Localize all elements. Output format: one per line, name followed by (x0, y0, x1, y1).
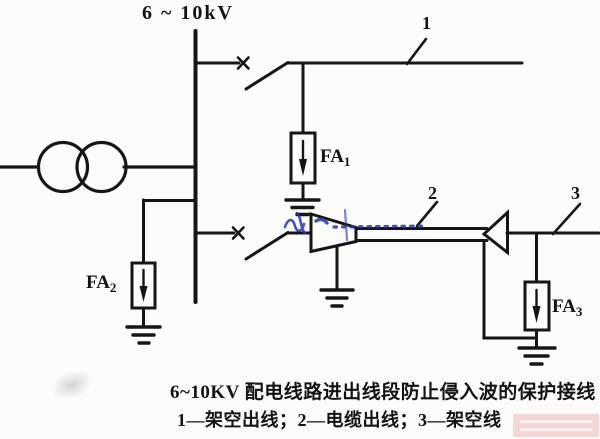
busbar-voltage-label: 6 ~ 10kV (142, 2, 234, 24)
cable-sheath-ground-right (482, 241, 536, 340)
surge-arrester-fa1-icon (284, 61, 321, 217)
cable-icon (309, 200, 600, 256)
ground-icon (517, 346, 557, 366)
fa3-label: FA3 (552, 296, 583, 319)
line1-tick (405, 37, 428, 66)
line2-number-label: 2 (428, 183, 437, 203)
blue-pen-scribble (283, 208, 428, 242)
caption-legend: 1—架空出线；2—电缆出线；3—架空线 (177, 410, 502, 430)
ground-icon (319, 288, 355, 308)
transformer-icon (0, 140, 196, 194)
cable-sheath-ground-left (319, 245, 355, 308)
fa2-name: FA (86, 272, 110, 293)
disconnector-blade-icon (244, 231, 290, 261)
ground-icon (125, 325, 162, 345)
fa3-name: FA (552, 296, 576, 317)
pink-watermark (513, 414, 599, 437)
line2-branch (193, 226, 314, 261)
fa2-label: FA2 (86, 272, 117, 295)
ground-icon (284, 198, 321, 217)
fa1-subscript: 1 (343, 154, 351, 169)
fa1-label: FA1 (320, 146, 351, 169)
fault-x-icon (231, 226, 245, 240)
disconnector-blade-icon (244, 61, 290, 91)
fault-x-icon (236, 56, 250, 70)
surge-arrester-fa2-icon (125, 198, 196, 345)
fa1-name: FA (320, 146, 344, 167)
surge-arrester-fa3-icon (517, 231, 557, 366)
caption-title: 6~10KV 配电线路进出线段防止侵入波的保护接线 (170, 382, 596, 403)
fa2-subscript: 2 (109, 280, 117, 295)
line3-tick (551, 202, 582, 236)
line3-number-label: 3 (571, 183, 580, 203)
line1-number-label: 1 (422, 13, 431, 33)
line2-tick (415, 200, 439, 228)
line1-branch (193, 37, 524, 91)
fa3-subscript: 3 (575, 304, 583, 319)
